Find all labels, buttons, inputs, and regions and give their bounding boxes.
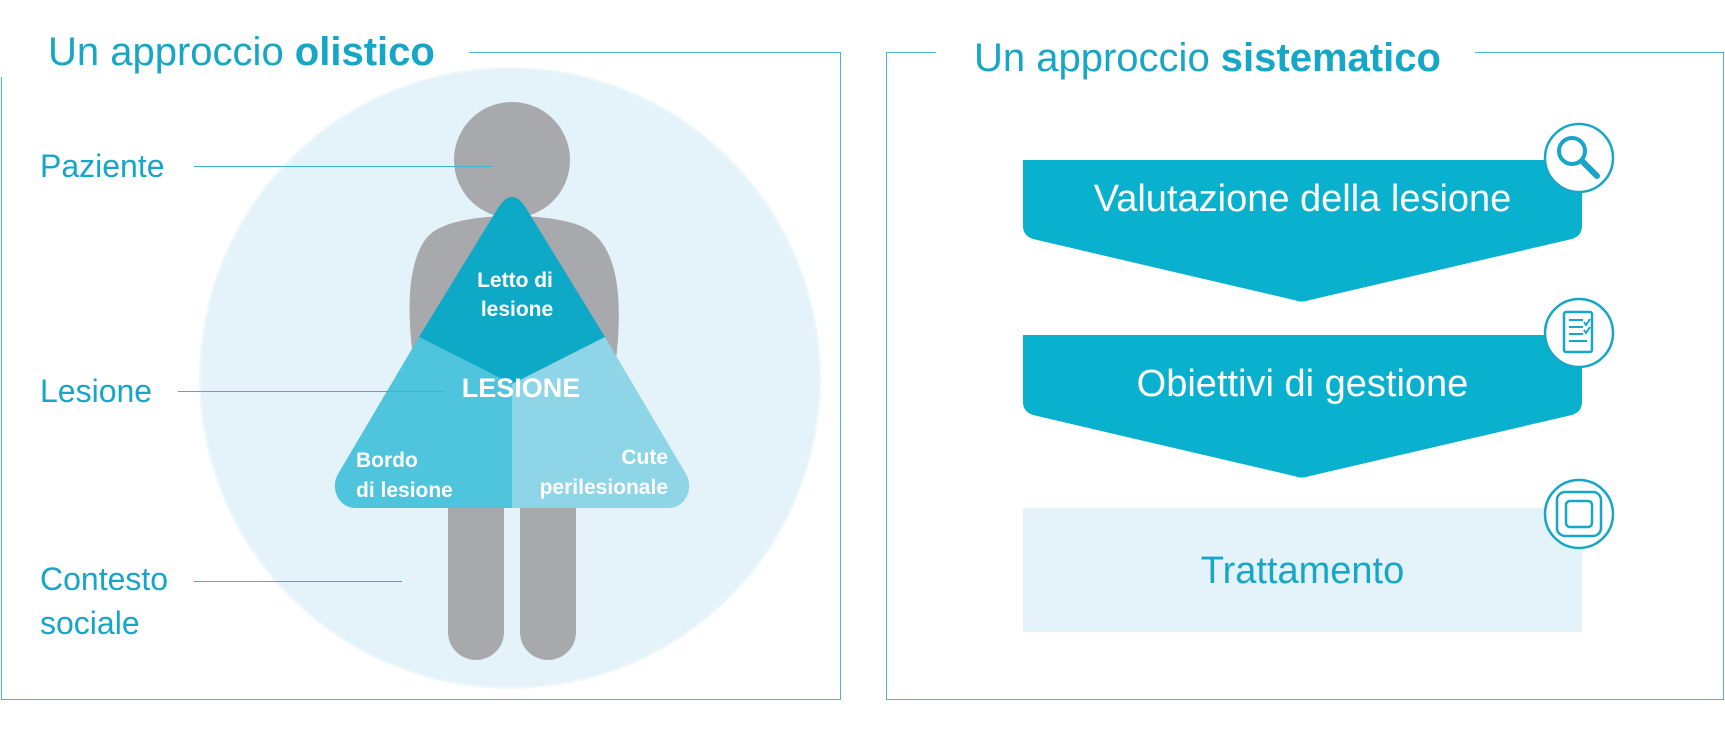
periwound-label: Cute (621, 446, 668, 469)
step-goals-shape (1023, 335, 1582, 478)
patient-label: Paziente (40, 148, 165, 184)
step-goals-label: Obiettivi di gestione (1136, 363, 1469, 405)
step-assessment-label: Valutazione della lesione (1093, 178, 1512, 220)
magnifier-icon (1543, 122, 1615, 194)
holistic-title: Un approccio olistico (0, 27, 469, 77)
social-context-leader-line (194, 581, 402, 583)
patient-leader-line (194, 166, 492, 168)
wound-edge-label-2: di lesione (356, 479, 453, 502)
checklist-icon (1543, 297, 1615, 369)
wound-bed-label: Letto di (477, 269, 553, 292)
patient-head (454, 102, 570, 218)
step-treatment-shape (1023, 508, 1582, 632)
periwound-skin-segment (512, 337, 690, 508)
dressing-icon (1543, 478, 1615, 550)
wound-label: Lesione (40, 373, 153, 409)
periwound-label-2: perilesionale (540, 476, 668, 499)
social-context-label-line2: sociale (40, 605, 140, 641)
systematic-title: Un approccio sistematico (936, 33, 1475, 83)
wound-edge-label: Bordo (356, 449, 418, 472)
wound-bed-segment (419, 197, 605, 384)
wound-center-label: LESIONE (462, 373, 581, 403)
wound-leader-line (178, 391, 443, 393)
social-context-label-line1: Contesto (40, 561, 169, 597)
wound-edge-segment (334, 337, 512, 508)
patient-right-leg (520, 480, 576, 660)
step-assessment-shape (1023, 160, 1582, 302)
patient-left-leg (448, 480, 504, 660)
wound-bed-label-2: lesione (481, 298, 553, 321)
step-treatment-label: Trattamento (1200, 550, 1405, 592)
